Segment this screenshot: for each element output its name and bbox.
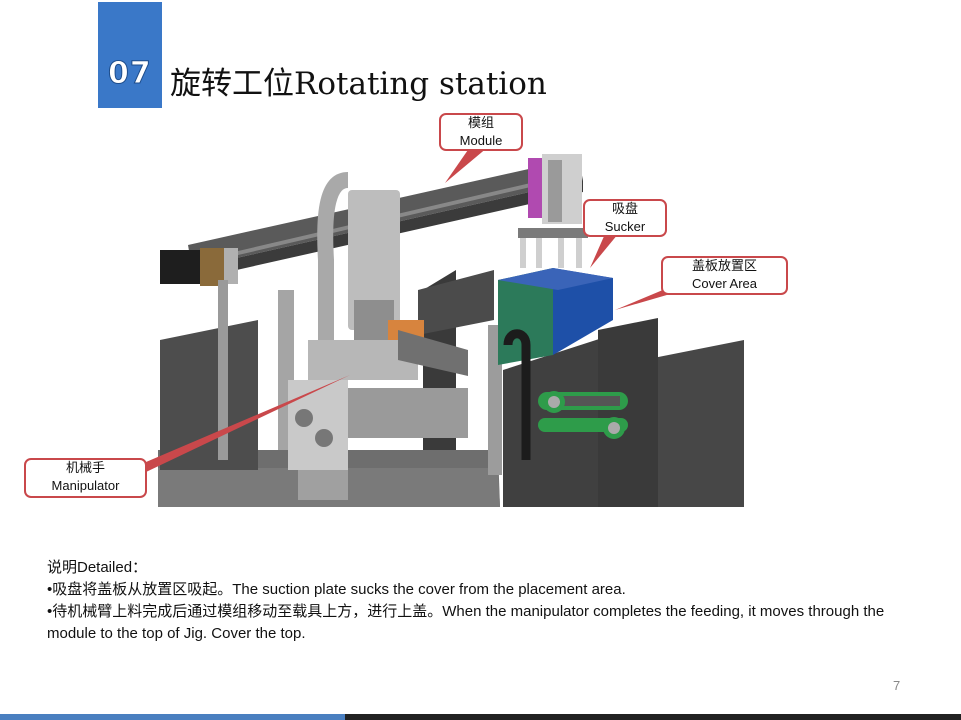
callout-sucker-en: Sucker xyxy=(604,219,646,234)
callout-manipulator-en: Manipulator xyxy=(51,478,120,493)
callout-module-en: Module xyxy=(459,133,503,148)
callout-module-cn: 模组 xyxy=(467,116,494,131)
section-number: 07 xyxy=(108,56,152,92)
section-number-box xyxy=(98,2,162,108)
description-heading: 说明Detailed： xyxy=(47,559,148,576)
footer-bar-accent xyxy=(0,714,345,720)
callout-cover-area-en: Cover Area xyxy=(691,276,758,291)
callout-manipulator-cn: 机械手 xyxy=(65,461,105,476)
callout-sucker: 吸盘 Sucker xyxy=(583,199,667,237)
machine-illustration xyxy=(158,154,744,507)
description: 说明Detailed： •吸盘将盖板从放置区吸起。The suction pla… xyxy=(47,557,917,645)
description-item-2: •待机械臂上料完成后通过模组移动至载具上方，进行上盖。When the mani… xyxy=(47,603,885,642)
callout-module: 模组 Module xyxy=(439,113,523,151)
callout-cover-area: 盖板放置区 Cover Area xyxy=(661,256,788,295)
page-number: 7 xyxy=(893,678,901,693)
callout-manipulator: 机械手 Manipulator xyxy=(24,458,147,498)
slide-title: 旋转工位Rotating station xyxy=(170,66,547,102)
callout-sucker-cn: 吸盘 xyxy=(611,202,638,217)
footer-bar-dark xyxy=(345,714,961,720)
callout-cover-area-cn: 盖板放置区 xyxy=(691,259,757,274)
description-item-1: •吸盘将盖板从放置区吸起。The suction plate sucks the… xyxy=(47,581,626,598)
